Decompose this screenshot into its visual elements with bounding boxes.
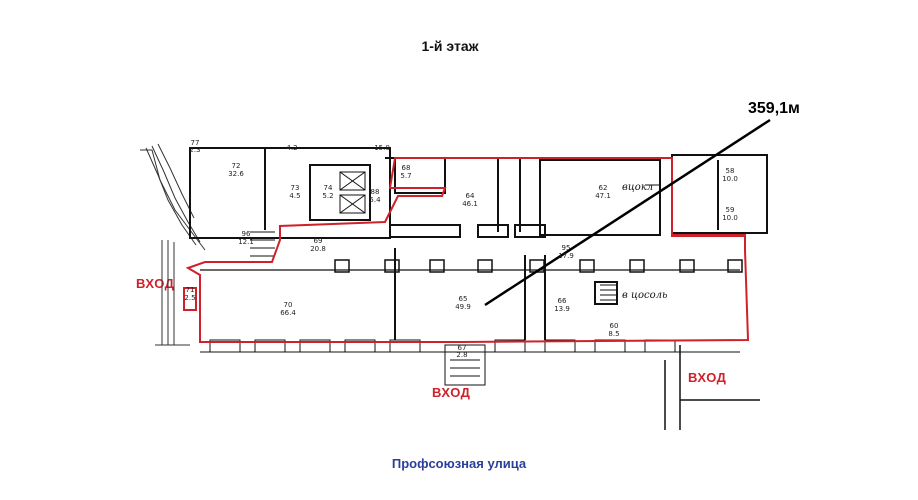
- room-65-number: 65: [459, 295, 468, 303]
- room-73-number: 73: [291, 184, 300, 192]
- room-71-area: 2.5: [184, 294, 195, 302]
- room-58-number: 58: [726, 167, 735, 175]
- room-59-area: 10.0: [722, 214, 738, 222]
- room-95-area: 17.9: [558, 252, 574, 260]
- room-64-number: 64: [466, 192, 475, 200]
- room-88-area: 5.4: [369, 196, 381, 204]
- entrance-label-right: ВХОД: [688, 370, 727, 385]
- windows: [200, 339, 740, 353]
- room-67-number: 67: [458, 344, 467, 352]
- room-77-area: 2.3: [189, 146, 200, 154]
- room-69-number: 69: [314, 237, 323, 245]
- room-74-area: 5.2: [322, 192, 333, 200]
- total-area-label: 359,1м: [748, 100, 800, 117]
- room-58-area: 10.0: [722, 175, 738, 183]
- entrance-label-bottom: ВХОД: [432, 385, 471, 400]
- room-73-area: 4.5: [289, 192, 300, 200]
- handwritten-note-down: в цосоль: [622, 290, 667, 301]
- room-72-area: 32.6: [228, 170, 244, 178]
- room-96-number: 96: [242, 230, 251, 238]
- room-67-area: 2.8: [456, 351, 467, 359]
- room-labels: 77 2.3 72 32.6 73 4.5 74 5.2 88 5.4 68 5…: [184, 139, 737, 359]
- facade-lines: [140, 143, 206, 346]
- room-88-number: 88: [371, 188, 380, 196]
- floor-title: 1-й этаж: [421, 38, 479, 54]
- room-96-area: 12.1: [238, 238, 254, 246]
- stairs: [250, 159, 661, 386]
- handwritten-note-up: вцокл: [622, 182, 653, 193]
- room-60-number: 60: [610, 322, 619, 330]
- room-70-area: 66.4: [280, 309, 296, 317]
- room-95-number: 95: [562, 244, 571, 252]
- premises-boundary: [183, 157, 750, 343]
- entrance-label-left: ВХОД: [136, 276, 175, 291]
- street-label: Профсоюзная улица: [391, 456, 527, 471]
- room-74-number: 74: [324, 184, 333, 192]
- room-68-number: 68: [402, 164, 411, 172]
- room-60-area: 8.5: [608, 330, 619, 338]
- room-64-area: 46.1: [462, 200, 478, 208]
- room-70-number: 70: [284, 301, 293, 309]
- room-66-area: 13.9: [554, 305, 570, 313]
- room-62-number: 62: [599, 184, 608, 192]
- room-66-number: 66: [558, 297, 567, 305]
- area-callout-line: [484, 118, 771, 307]
- dimension-mark-1: 4.2: [286, 144, 297, 152]
- room-71-number: 71: [186, 286, 195, 294]
- room-65-area: 49.9: [455, 303, 471, 311]
- room-72-number: 72: [232, 162, 241, 170]
- dimension-mark-2: 15.0: [374, 144, 390, 152]
- room-77-number: 77: [191, 139, 200, 147]
- room-68-area: 5.7: [400, 172, 411, 180]
- room-62-area: 47.1: [595, 192, 611, 200]
- room-59-number: 59: [726, 206, 735, 214]
- room-69-area: 20.8: [310, 245, 326, 253]
- outer-wall-right: [664, 345, 760, 430]
